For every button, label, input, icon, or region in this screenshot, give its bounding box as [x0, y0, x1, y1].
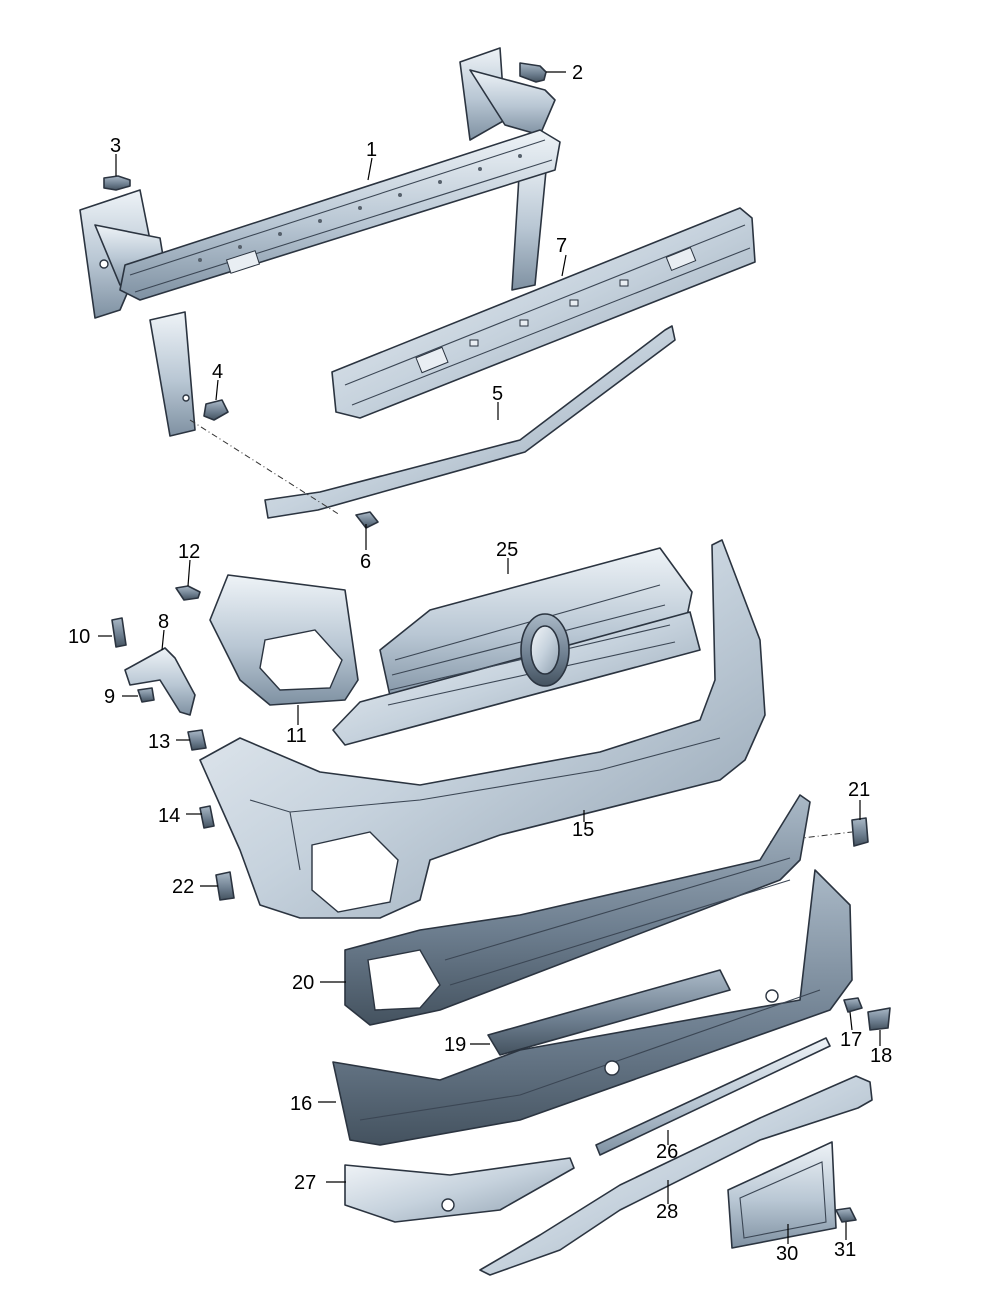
bolt-icon [103, 175, 131, 191]
callout-11: 11 [286, 725, 307, 747]
callout-9: 9 [104, 686, 115, 708]
callout-2: 2 [572, 62, 583, 84]
callout-31: 31 [834, 1239, 856, 1261]
lower-diffuser [332, 869, 853, 1146]
chrome-strip [595, 1037, 831, 1156]
clip-icon [199, 805, 215, 829]
lower-grille [344, 794, 811, 1026]
leader-lines [98, 71, 881, 1244]
callout-19: 19 [444, 1034, 466, 1056]
emblem-strip [487, 969, 731, 1056]
clip-icon [355, 511, 379, 529]
callout-5: 5 [492, 383, 503, 405]
callout-17: 17 [840, 1029, 862, 1051]
callout-4: 4 [212, 361, 223, 383]
callout-30: 30 [776, 1243, 798, 1265]
fog-light-frame [209, 574, 359, 706]
callout-27: 27 [294, 1172, 316, 1194]
callout-22: 22 [172, 876, 194, 898]
bolt-icon [519, 62, 547, 83]
callout-21: 21 [848, 779, 870, 801]
stud-icon [111, 617, 127, 648]
callout-25: 25 [496, 539, 518, 561]
callout-8: 8 [158, 611, 169, 633]
impact-absorber [331, 207, 756, 419]
bumper-cover [199, 539, 766, 919]
callout-13: 13 [148, 731, 170, 753]
license-plate-holder [727, 1141, 837, 1249]
trim-strip [264, 325, 676, 519]
callout-26: 26 [656, 1141, 678, 1163]
callout-16: 16 [290, 1093, 312, 1115]
callout-18: 18 [870, 1045, 892, 1067]
mounting-bracket [124, 647, 196, 716]
screw-icon [175, 585, 201, 601]
skid-plate [479, 1075, 873, 1276]
callout-6: 6 [360, 551, 371, 573]
callout-10: 10 [68, 626, 90, 648]
cover-cap-icon [867, 1007, 891, 1031]
callout-28: 28 [656, 1201, 678, 1223]
callout-1: 1 [366, 139, 377, 161]
cover-cap-icon [851, 817, 869, 847]
radiator-grille [332, 547, 701, 746]
callout-12: 12 [178, 541, 200, 563]
callout-15: 15 [572, 819, 594, 841]
clip-icon [215, 871, 235, 901]
callout-14: 14 [158, 805, 180, 827]
callout-20: 20 [292, 972, 314, 994]
screw-icon [843, 997, 863, 1013]
screw-icon [835, 1207, 857, 1223]
callout-7: 7 [556, 235, 567, 257]
callout-3: 3 [110, 135, 121, 157]
clip-icon [187, 729, 207, 751]
left-trim-panel [344, 1157, 575, 1223]
bumper-crossmember [79, 47, 561, 437]
clip-icon [137, 687, 155, 703]
callout-labels: 2 1 3 4 5 6 7 12 25 8 10 9 11 13 14 15 2… [68, 62, 892, 1265]
nut-icon [203, 399, 229, 421]
